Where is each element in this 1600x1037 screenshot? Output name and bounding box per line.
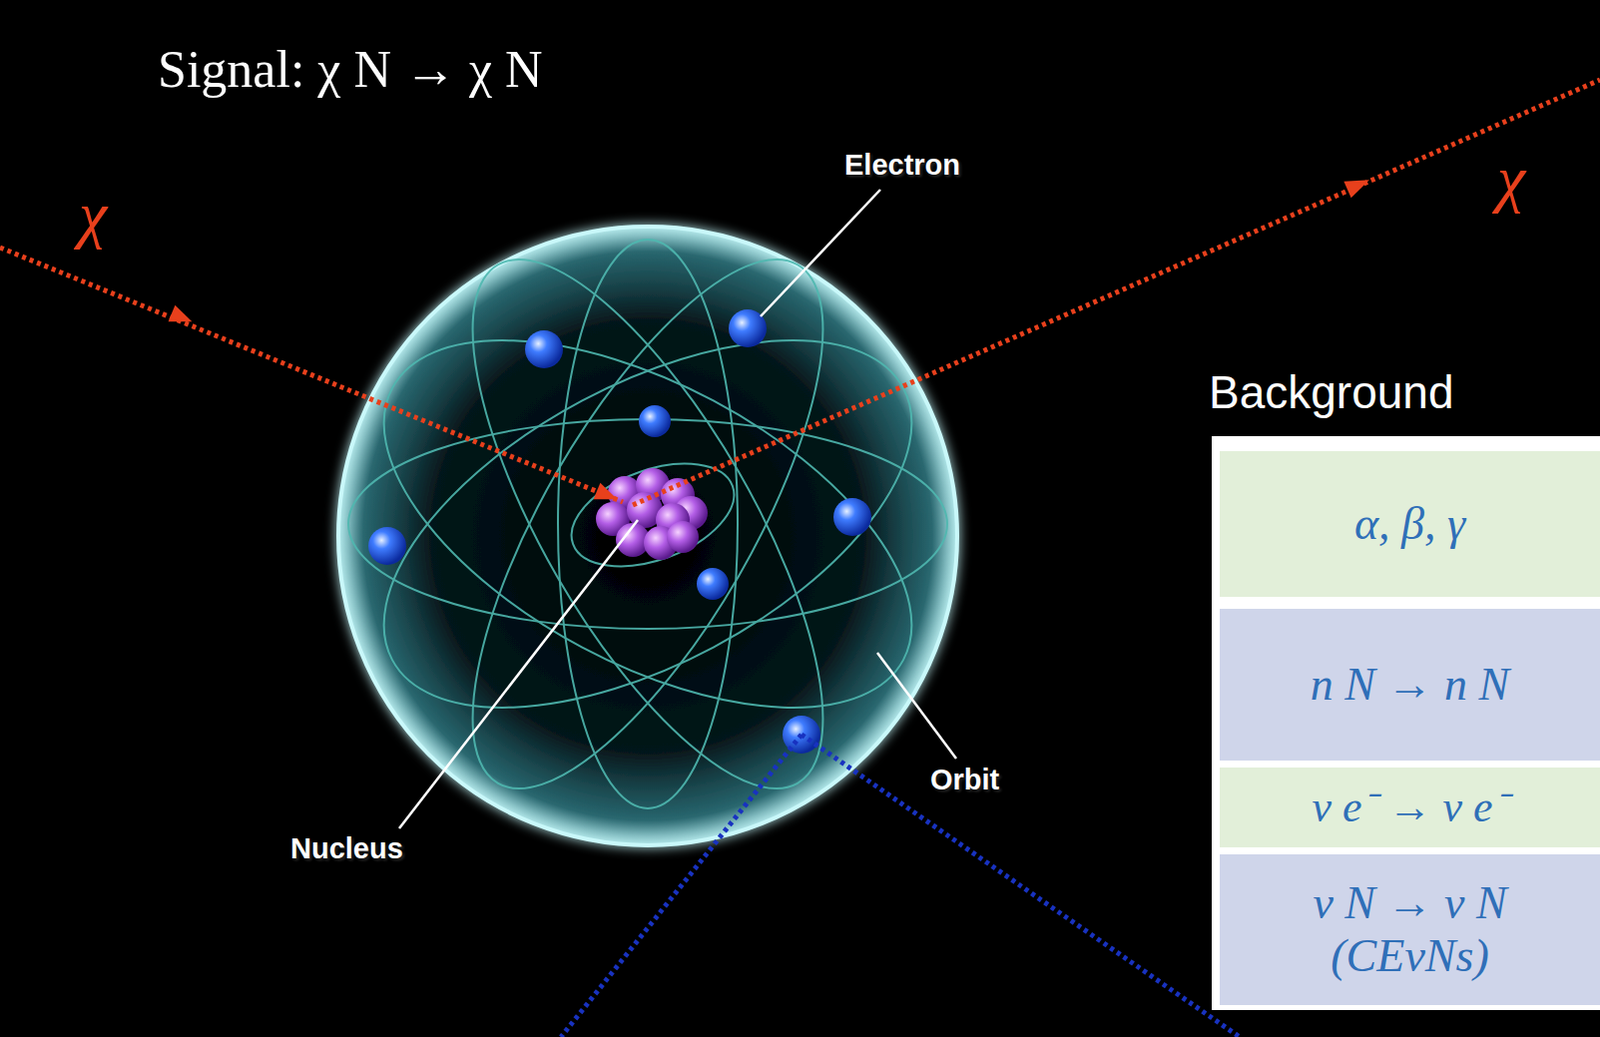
particle-label: χ [1497, 141, 1526, 216]
part-label: Electron [844, 148, 961, 182]
cell-text: ν e⁻ → ν e⁻ [1311, 782, 1508, 834]
section-heading: Background [1208, 365, 1455, 420]
cell-text: α, β, γ [1354, 498, 1466, 551]
part-label: Orbit [930, 763, 1000, 797]
table-cell: ν N → ν N (CEνNs) [1219, 854, 1600, 1006]
table-cell: α, β, γ [1219, 451, 1600, 597]
cell-text: n N → n N [1310, 658, 1510, 712]
table-cell: n N → n N [1219, 608, 1600, 761]
particle-label: χ [78, 177, 107, 252]
part-label: Nucleus [290, 832, 404, 866]
table-cell: ν e⁻ → ν e⁻ [1219, 767, 1600, 848]
cell-text: ν N → ν N (CEνNs) [1285, 877, 1536, 984]
diagram-title: Signal: χ N → χ N [157, 39, 543, 99]
